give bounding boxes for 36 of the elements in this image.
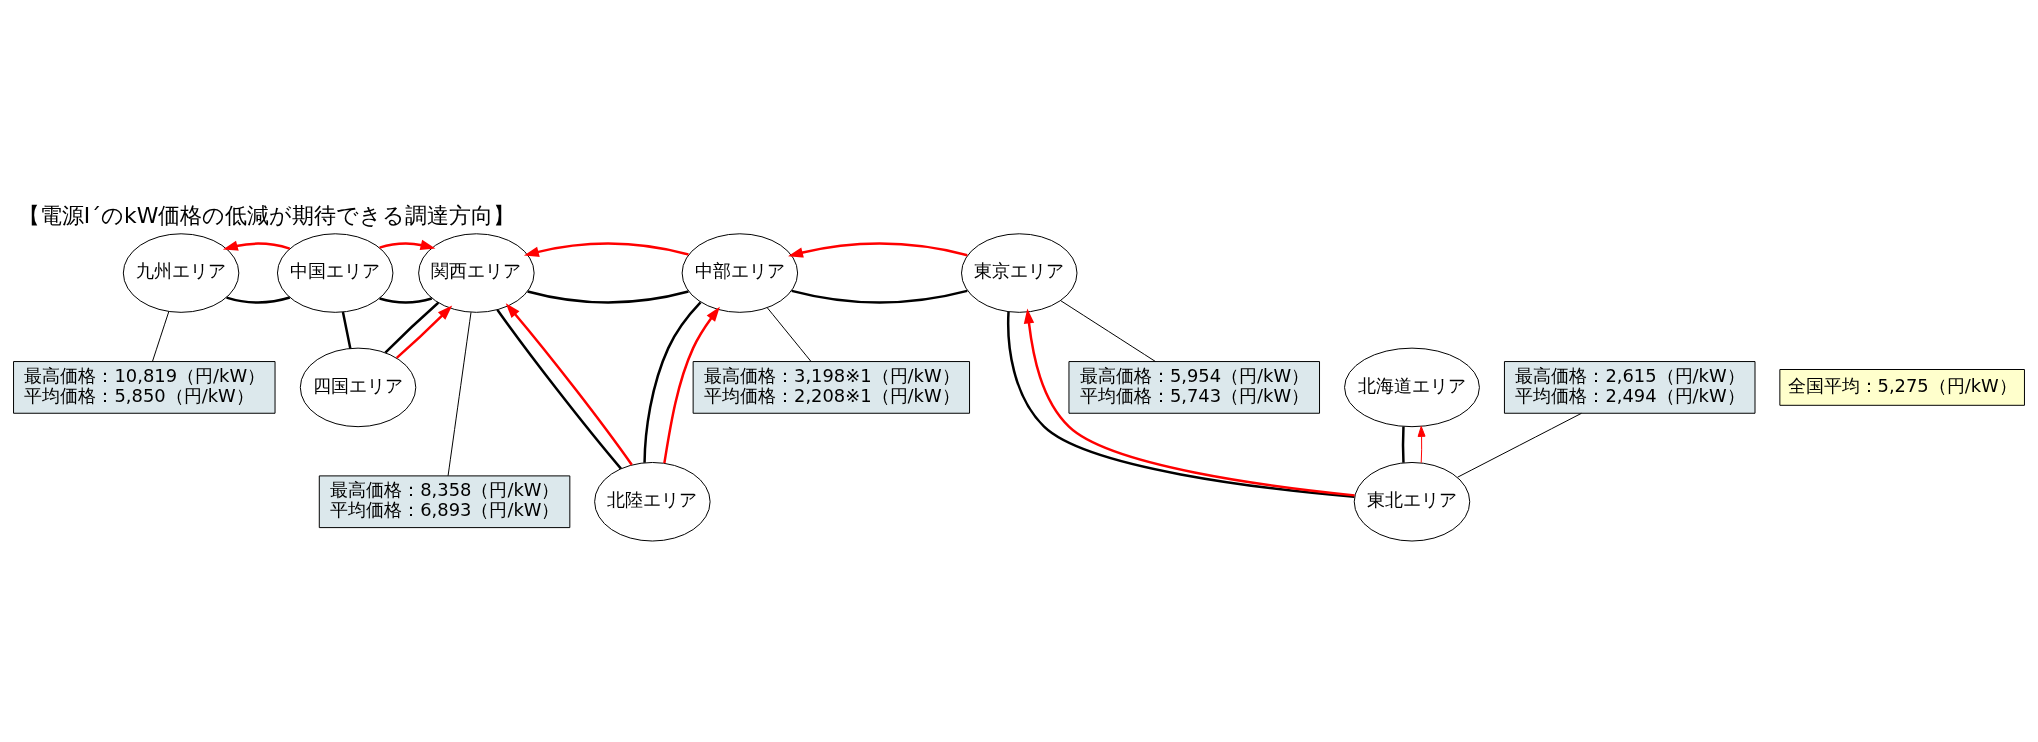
connector xyxy=(341,311,352,349)
arrow xyxy=(663,306,720,463)
arrow xyxy=(523,241,689,257)
node-ellipse: 東京エリア xyxy=(961,232,1078,313)
connector xyxy=(496,308,622,469)
arrow xyxy=(379,239,436,250)
node-ellipse: 北海道エリア xyxy=(1344,347,1480,427)
node-box: 全国平均：5,275（円/kW） xyxy=(1779,368,2025,406)
node-ellipse: 中国エリア xyxy=(276,232,394,313)
arrow xyxy=(505,302,633,466)
connector xyxy=(643,301,702,463)
node-box: 最高価格：3,198※1（円/kW） 平均価格：2,208※1（円/kW） xyxy=(692,360,971,414)
node-box: 最高価格：2,615（円/kW） 平均価格：2,494（円/kW） xyxy=(1503,360,1756,414)
connector xyxy=(1401,425,1405,463)
connector xyxy=(766,306,812,362)
arrow xyxy=(1417,425,1426,463)
connector xyxy=(226,295,291,304)
connector xyxy=(791,289,968,304)
diagram-title: 【電源Ⅰ´のkW価格の低減が期待できる調達方向】 xyxy=(17,202,516,228)
node-ellipse: 四国エリア xyxy=(299,347,417,427)
arrow xyxy=(395,304,453,359)
connector xyxy=(1457,412,1582,478)
node-ellipse: 北陸エリア xyxy=(594,461,711,541)
node-ellipse: 中部エリア xyxy=(681,232,799,313)
node-ellipse: 東北エリア xyxy=(1353,461,1471,541)
connector xyxy=(379,296,433,304)
connector xyxy=(151,310,170,362)
arrow xyxy=(788,241,968,258)
connector xyxy=(1060,299,1156,362)
arrow xyxy=(222,240,291,251)
connector xyxy=(384,301,440,353)
node-box: 最高価格：10,819（円/kW） 平均価格：5,850（円/kW） xyxy=(13,360,276,414)
connector xyxy=(447,311,472,476)
node-box: 最高価格：8,358（円/kW） 平均価格：6,893（円/kW） xyxy=(318,474,571,528)
connector xyxy=(527,289,689,304)
node-box: 最高価格：5,954（円/kW） 平均価格：5,743（円/kW） xyxy=(1068,360,1320,414)
